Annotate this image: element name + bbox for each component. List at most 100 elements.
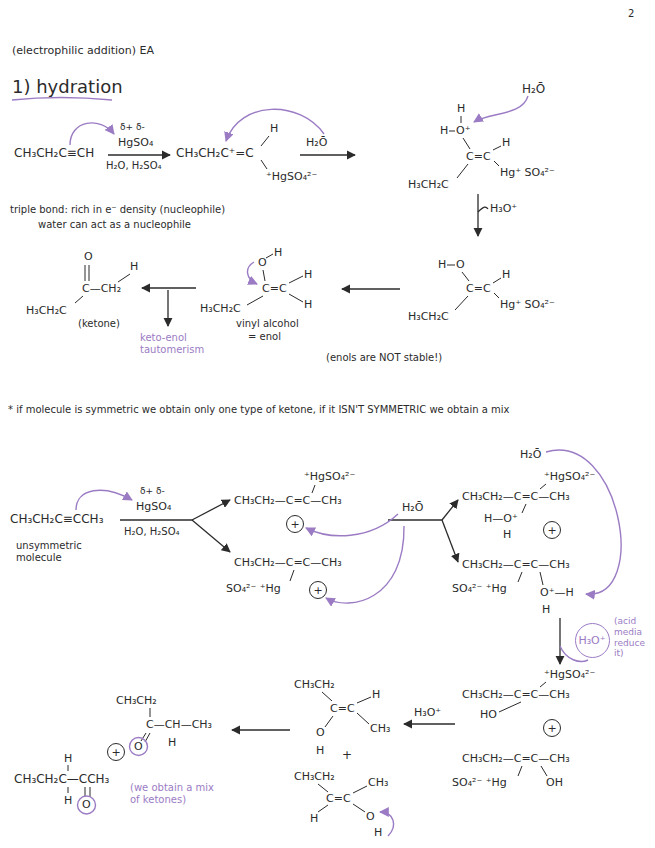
note-text: δ+ δ- xyxy=(120,122,145,133)
charge-circle: + xyxy=(286,515,304,533)
note-text: ⁺HgSO₄²⁻ xyxy=(304,470,355,483)
note-text: δ+ δ- xyxy=(140,486,165,497)
note-text: H xyxy=(542,603,550,616)
note-text: H xyxy=(374,826,382,839)
note-text: unsymmetric molecule xyxy=(16,540,86,564)
note-text: CH₃CH₂C≡CH xyxy=(14,146,94,160)
note-text: SO₄²⁻ ⁺Hg xyxy=(226,582,281,595)
note-text: (ketone) xyxy=(78,318,120,330)
note-text: CH₃ xyxy=(370,722,390,735)
note-text: H xyxy=(316,744,324,757)
note-text: CH₃CH₂ xyxy=(294,678,335,691)
note-text: SO₄²⁻ ⁺Hg xyxy=(452,582,507,595)
note-text: CH₃CH₂C⁺=C xyxy=(176,146,254,160)
note-text: C=C xyxy=(466,150,491,163)
note-text: CH₃CH₂—C=C—CH₃ xyxy=(462,752,570,765)
charge-circle: + xyxy=(309,581,327,599)
note-text: + xyxy=(342,748,352,762)
charge-text: + xyxy=(547,525,556,536)
note-text: H xyxy=(64,794,72,807)
note-text: C=C xyxy=(466,282,491,295)
note-text: H₂O, H₂SO₄ xyxy=(124,526,180,538)
note-text: CH₃CH₂ xyxy=(294,770,335,783)
note-text: O⁺ xyxy=(456,124,470,137)
note-text: H xyxy=(304,268,312,281)
note-text: triple bond: rich in e⁻ density (nucleop… xyxy=(10,204,225,216)
note-text: HO xyxy=(480,708,497,721)
note-text: = enol xyxy=(248,331,281,343)
note-text: H₂Ō xyxy=(522,82,545,96)
note-text: SO₄²⁻ ⁺Hg xyxy=(452,776,507,789)
note-text: O xyxy=(84,250,93,263)
note-text: O⁺—H xyxy=(540,586,574,599)
note-text: H₃O⁺ xyxy=(490,202,517,215)
note-text: CH₃ xyxy=(368,776,388,789)
note-text: 1) hydration xyxy=(12,76,123,98)
note-text: H xyxy=(438,258,446,271)
note-text: HgSO₄ xyxy=(118,136,153,149)
note-text: H xyxy=(304,298,312,311)
note-text: (acid media reduce it) xyxy=(614,616,652,659)
note-text: H xyxy=(168,736,176,749)
note-text: H xyxy=(274,246,282,259)
charge-text: H₃O⁺ xyxy=(578,635,605,646)
note-text: H xyxy=(440,124,448,137)
note-text: H xyxy=(503,528,511,541)
note-text: H xyxy=(270,122,278,135)
heading: (electrophilic addition) EA xyxy=(12,44,154,57)
note-text: O xyxy=(456,258,465,271)
note-text: keto-enol tautomerism xyxy=(140,332,210,356)
note-text: water can act as a nucleophile xyxy=(38,219,191,231)
note-text: H₂Ō xyxy=(402,501,423,514)
note-text: O xyxy=(134,740,143,753)
note-text: H₂Ō xyxy=(306,136,327,149)
note-text: CH₃CH₂C—CCH₃ xyxy=(14,772,109,786)
note-text: H xyxy=(457,102,465,115)
note-text: C=C xyxy=(326,792,351,805)
reaction-arrows xyxy=(108,155,560,730)
note-text: O xyxy=(366,810,375,823)
note-text: H₃O⁺ xyxy=(414,706,441,719)
note-text: C=C xyxy=(262,282,287,295)
charge-circle: + xyxy=(107,743,125,761)
charge-text: + xyxy=(111,747,120,758)
note-text: (we obtain a mix of ketones) xyxy=(130,782,222,806)
note-text: O xyxy=(316,726,325,739)
note-text: O xyxy=(82,798,91,811)
note-text: CH₃CH₂—C=C—CH₃ xyxy=(462,688,570,701)
note-text: H xyxy=(502,136,510,149)
note-text: CH₃CH₂—C=C—CH₃ xyxy=(462,558,570,571)
note-text: ⁺HgSO₄²⁻ xyxy=(544,668,595,681)
note-text: HgSO₄ xyxy=(136,500,171,513)
note-text: CH₃CH₂—C=C—CH₃ xyxy=(462,490,570,503)
note-text: ⁺HgSO₄²⁻ xyxy=(544,470,595,483)
note-text: C—CH₂ xyxy=(82,282,121,295)
note-text: H xyxy=(372,688,380,701)
note-text: H xyxy=(310,812,318,825)
note-text: H₃CH₂C xyxy=(408,178,449,191)
charge-circle: + xyxy=(543,521,561,539)
note-text: CH₃CH₂—C=C—CH₃ xyxy=(234,494,342,507)
note-text: Hg⁺ SO₄²⁻ xyxy=(500,298,555,311)
note-text: vinyl alcohol xyxy=(236,318,299,330)
charge-text: + xyxy=(313,585,322,596)
note-text: CH₃CH₂ xyxy=(116,694,157,707)
note-text: H₃CH₂C xyxy=(408,310,449,323)
note-text: H₂Ō xyxy=(520,448,541,461)
note-text: * if molecule is symmetric we obtain onl… xyxy=(8,404,648,416)
charge-circle: H₃O⁺ xyxy=(575,623,610,658)
note-text: H—O⁺ xyxy=(484,512,518,525)
note-text: ⁺HgSO₄²⁻ xyxy=(266,170,317,183)
note-text: O xyxy=(258,256,267,269)
note-text: C=C xyxy=(330,702,355,715)
note-text: H₂O, H₂SO₄ xyxy=(106,160,162,172)
note-text: Hg⁺ SO₄²⁻ xyxy=(500,166,555,179)
note-text: (enols are NOT stable!) xyxy=(326,352,442,364)
note-text: CH₃CH₂—C=C—CH₃ xyxy=(234,556,342,569)
note-text: H₃CH₂C xyxy=(200,302,241,315)
note-text: H₃CH₂C xyxy=(26,304,67,317)
charge-text: + xyxy=(547,723,556,734)
note-text: C—CH—CH₃ xyxy=(146,718,212,731)
charge-text: + xyxy=(290,519,299,530)
